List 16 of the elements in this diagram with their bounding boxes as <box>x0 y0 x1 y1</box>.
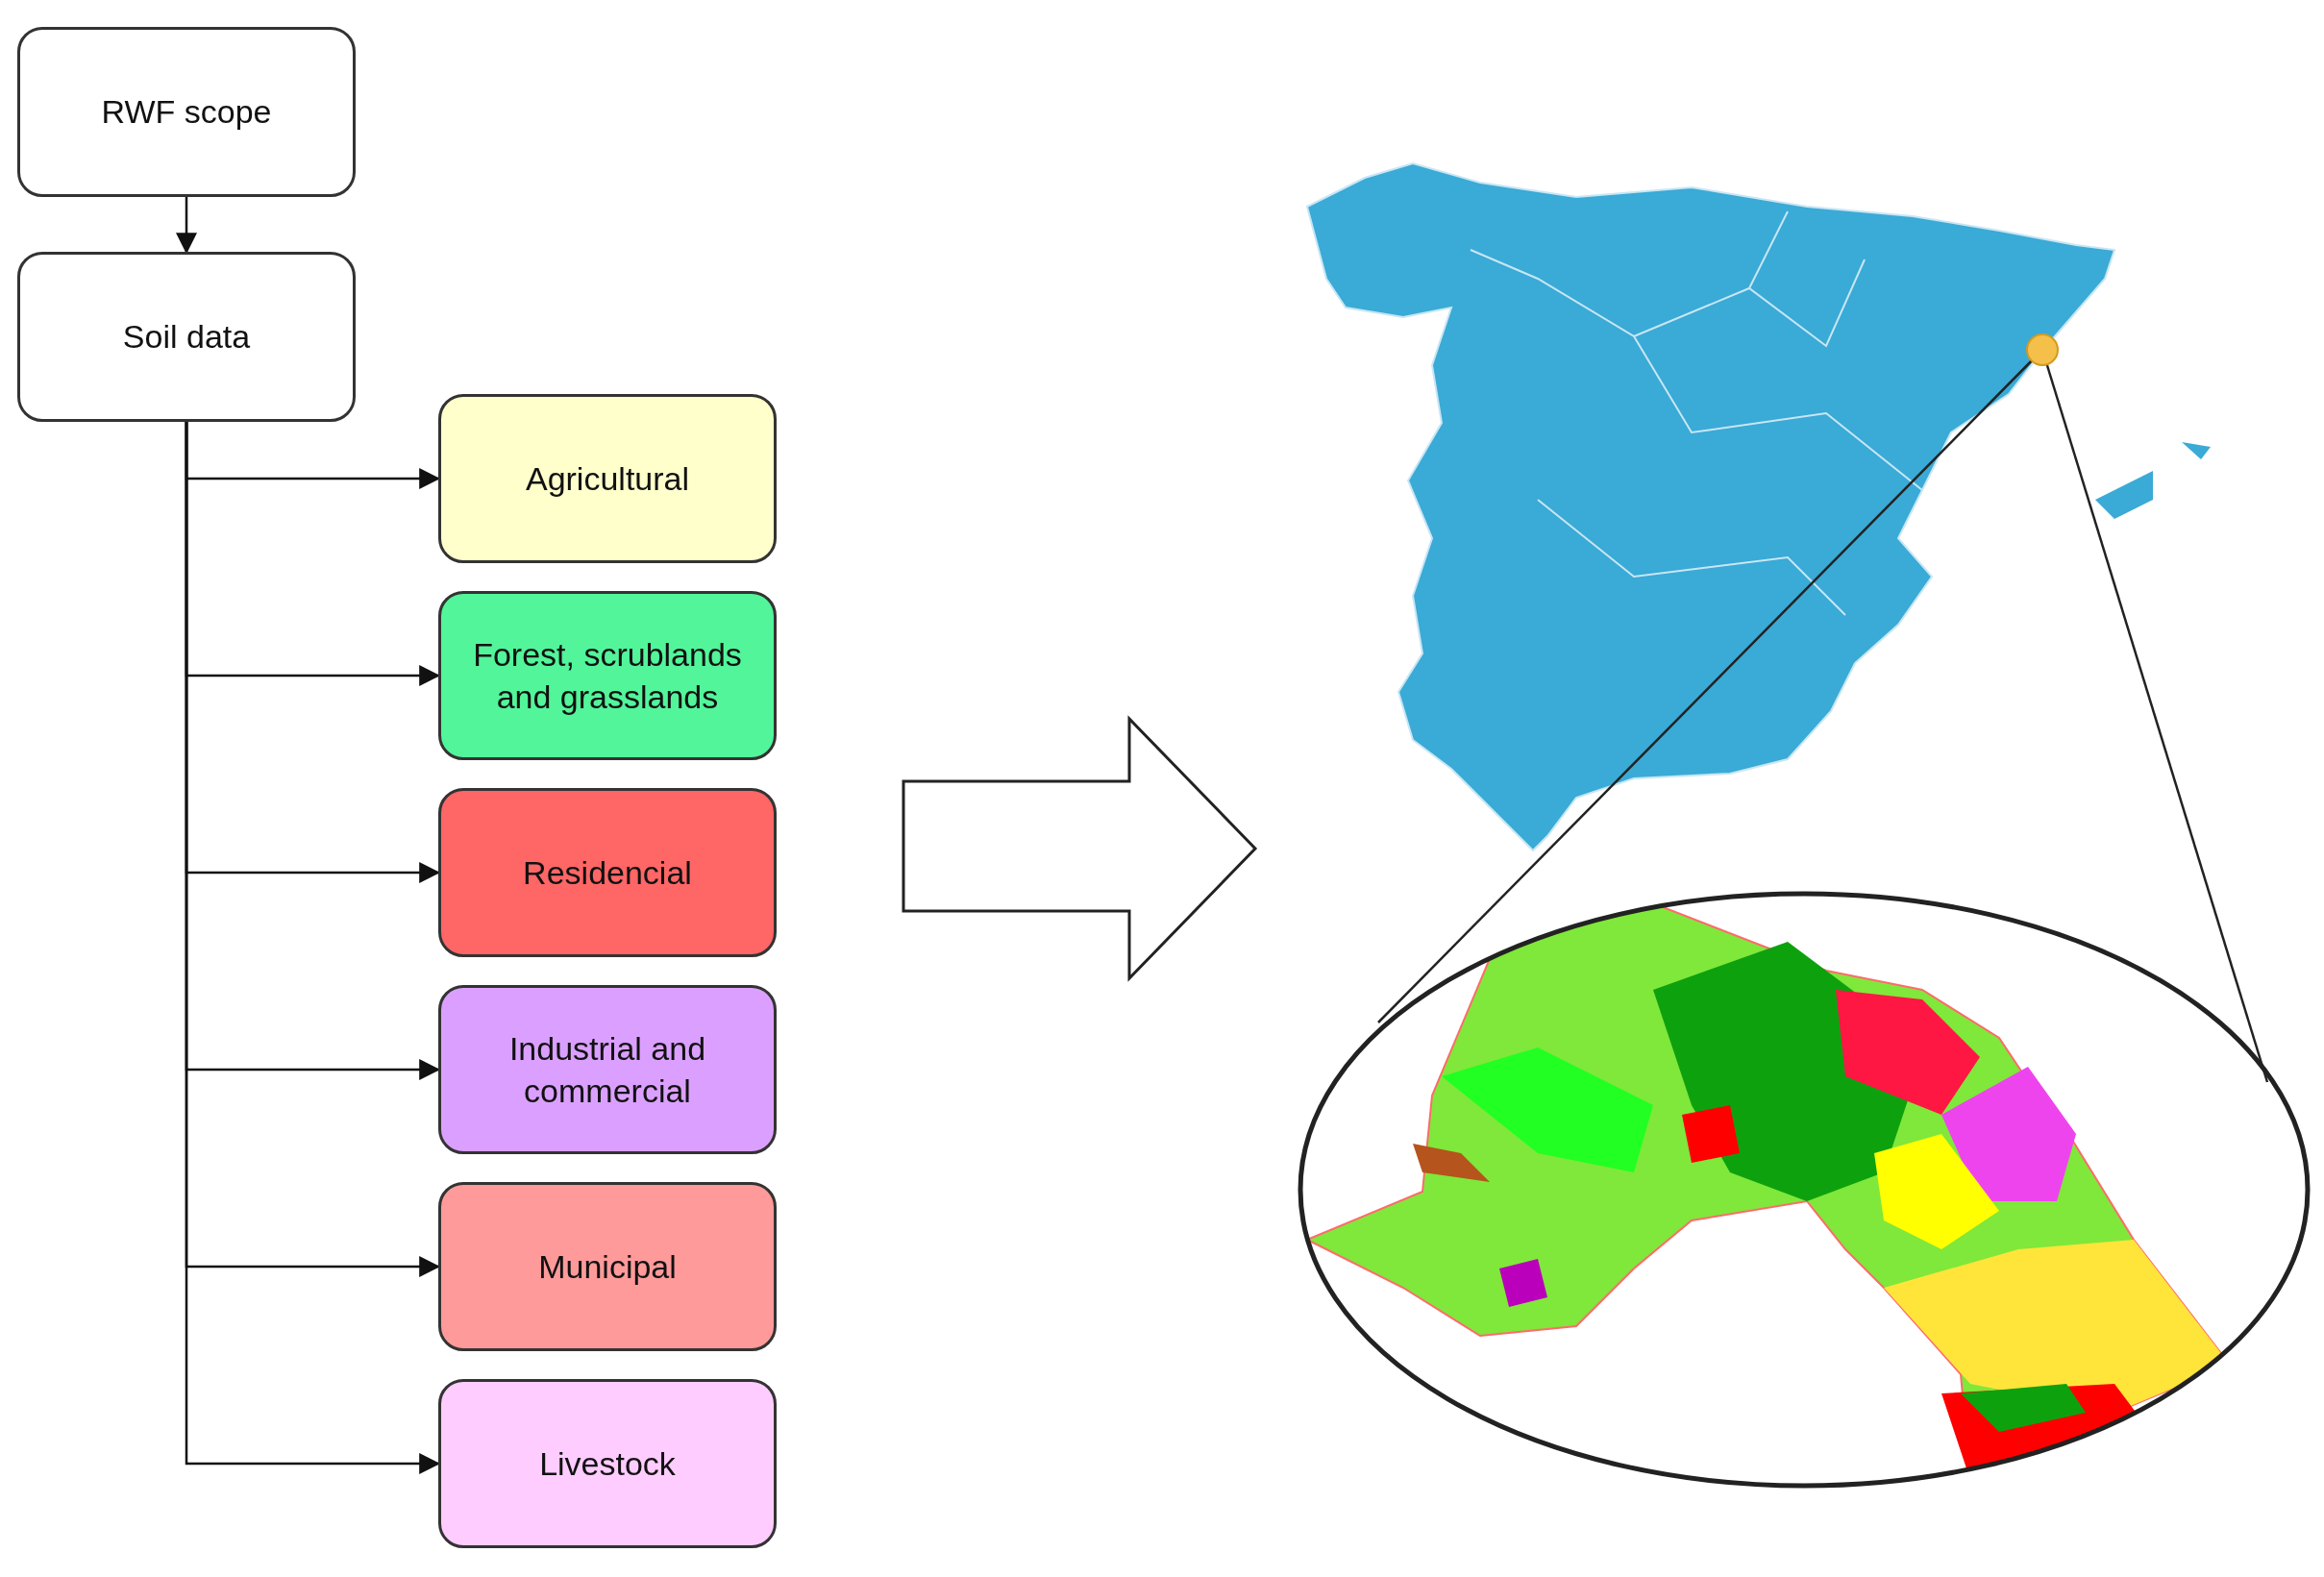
box-label: Municipal <box>537 1246 678 1287</box>
box-label: Residencial <box>522 852 693 893</box>
box-label: Industrial and commercial <box>507 1028 707 1111</box>
box-label: RWF scope <box>100 92 273 133</box>
box-label: Soil data <box>121 317 252 357</box>
process-box <box>17 252 356 422</box>
category-box <box>438 788 777 957</box>
category-box <box>438 985 777 1154</box>
process-box <box>17 27 356 197</box>
box-label: Forest, scrublands and grasslands <box>472 634 743 717</box>
box-label: Agricultural <box>524 458 691 499</box>
category-box <box>438 1379 777 1548</box>
category-box <box>438 591 777 760</box>
box-label: Livestock <box>538 1443 677 1484</box>
category-box <box>438 394 777 563</box>
category-box <box>438 1182 777 1351</box>
